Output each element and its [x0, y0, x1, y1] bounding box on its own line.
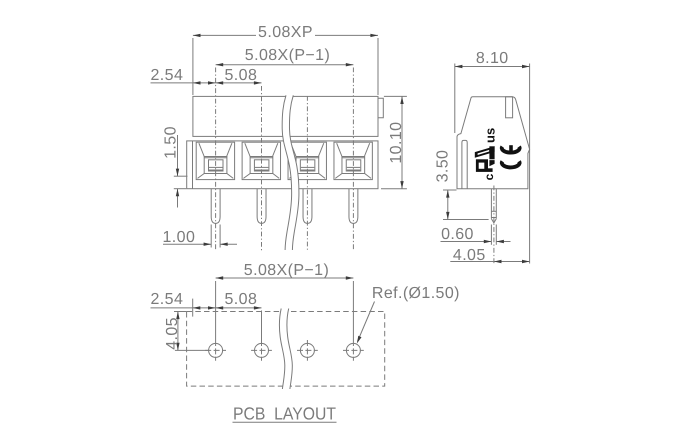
svg-text:Ref.(Ø1.50): Ref.(Ø1.50) — [372, 285, 460, 302]
svg-text:5.08: 5.08 — [225, 291, 258, 308]
svg-text:us: us — [483, 128, 498, 143]
svg-text:c: c — [482, 173, 496, 180]
svg-text:2.54: 2.54 — [151, 67, 184, 84]
svg-text:1.00: 1.00 — [163, 229, 196, 246]
svg-text:5.08X(P−1): 5.08X(P−1) — [244, 262, 329, 279]
svg-text:5.08XP: 5.08XP — [258, 24, 313, 41]
svg-text:PCB LAYOUT: PCB LAYOUT — [233, 403, 336, 423]
svg-text:5.08: 5.08 — [225, 67, 258, 84]
svg-text:2.54: 2.54 — [151, 291, 184, 308]
svg-text:4.05: 4.05 — [453, 247, 486, 264]
svg-text:1.50: 1.50 — [163, 126, 180, 159]
svg-text:5.08X(P−1): 5.08X(P−1) — [245, 47, 330, 64]
svg-text:4.05: 4.05 — [164, 317, 181, 350]
svg-text:8.10: 8.10 — [476, 50, 509, 67]
svg-text:0.60: 0.60 — [441, 226, 474, 243]
svg-text:10.10: 10.10 — [388, 122, 405, 164]
svg-text:3.50: 3.50 — [435, 150, 452, 183]
